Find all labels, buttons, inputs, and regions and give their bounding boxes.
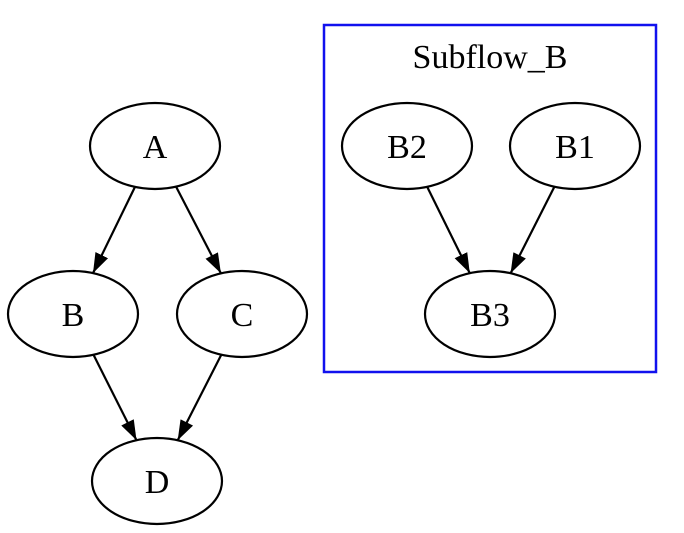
cluster-box-subflow-b — [322, 23, 658, 374]
node-ellipse — [88, 101, 222, 191]
graph-edge-A-C — [175, 186, 222, 274]
node-ellipse — [423, 269, 557, 359]
graph-node-B: B — [6, 269, 140, 359]
graph-node-C: C — [175, 269, 309, 359]
graph-node-D: D — [90, 436, 224, 526]
node-label: B — [62, 297, 85, 334]
node-ellipse — [508, 101, 642, 191]
graph-node-A: A — [88, 101, 222, 191]
graph-edge-A-B — [92, 186, 136, 274]
node-ellipse — [6, 269, 140, 359]
node-label: B1 — [555, 129, 595, 166]
node-ellipse — [340, 101, 474, 191]
graph-node-B1: B1 — [508, 101, 642, 191]
graph-node-B2: B2 — [340, 101, 474, 191]
node-label: C — [231, 297, 254, 334]
graph-edge-B-D — [92, 354, 138, 441]
node-ellipse — [90, 436, 224, 526]
node-label: D — [145, 464, 170, 501]
node-label: A — [143, 129, 168, 166]
graph-edge-B1-B3 — [509, 186, 556, 274]
graph-node-B3: B3 — [423, 269, 557, 359]
node-label: B2 — [387, 129, 427, 166]
cluster-label: Subflow_B — [413, 39, 568, 76]
node-label: B3 — [470, 297, 510, 334]
node-ellipse — [175, 269, 309, 359]
graph-edge-B2-B3 — [426, 186, 471, 274]
graph-edge-C-D — [176, 354, 223, 441]
